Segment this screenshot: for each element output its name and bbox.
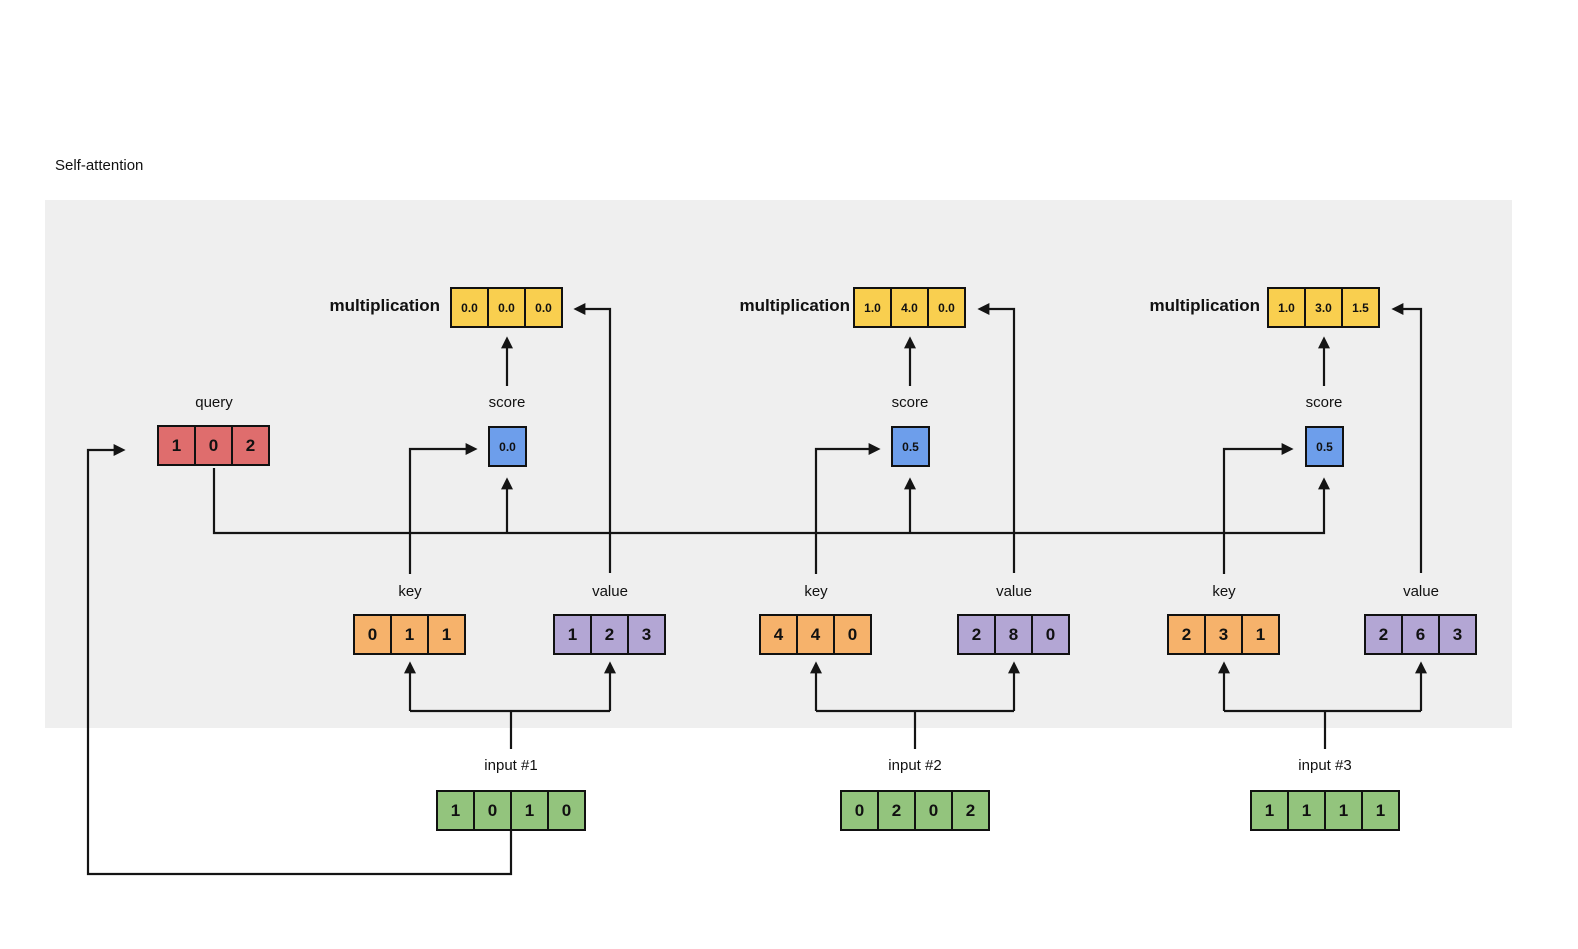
vector-cell: 4.0 bbox=[890, 287, 929, 328]
value-label-3: value bbox=[1403, 583, 1439, 600]
vector-cell: 2 bbox=[231, 425, 270, 466]
arrow-input1-to-query-loop bbox=[86, 444, 513, 876]
vector-cell: 0 bbox=[840, 790, 879, 831]
multiplication-label-3: multiplication bbox=[1149, 296, 1261, 315]
arrow-value-to-mult-1 bbox=[573, 303, 612, 573]
value-label-2: value bbox=[996, 583, 1032, 600]
score-label-3: score bbox=[1305, 394, 1343, 411]
vector-cell: 0 bbox=[1031, 614, 1070, 655]
vector-cell: 0 bbox=[914, 790, 953, 831]
vector-cell: 2 bbox=[590, 614, 629, 655]
input-label-3: input #3 bbox=[1298, 757, 1352, 774]
vector-cell: 0 bbox=[194, 425, 233, 466]
vector-cell: 4 bbox=[796, 614, 835, 655]
vector-cell: 0.5 bbox=[891, 426, 930, 467]
vector-cell: 2 bbox=[957, 614, 996, 655]
arrow-key-to-score-2 bbox=[814, 443, 881, 574]
input-label-1: input #1 bbox=[484, 757, 538, 774]
multiplication-label-1: multiplication bbox=[329, 296, 441, 315]
arrow-key-to-score-3 bbox=[1222, 443, 1294, 574]
vector-cell: 1 bbox=[1324, 790, 1363, 831]
vector-cell: 2 bbox=[951, 790, 990, 831]
vector-cell: 1 bbox=[427, 614, 466, 655]
vector-cell: 3.0 bbox=[1304, 287, 1343, 328]
vector-cell: 1 bbox=[553, 614, 592, 655]
vector-cell: 2 bbox=[1364, 614, 1403, 655]
score-vector-2: 0.5 bbox=[891, 426, 930, 467]
vector-cell: 2 bbox=[877, 790, 916, 831]
key-label-3: key bbox=[1212, 583, 1236, 600]
vector-cell: 1 bbox=[510, 790, 549, 831]
vector-cell: 0 bbox=[473, 790, 512, 831]
fork-input-3 bbox=[1224, 709, 1421, 749]
vector-cell: 1 bbox=[157, 425, 196, 466]
input-label-2: input #2 bbox=[888, 757, 942, 774]
score-label-1: score bbox=[488, 394, 526, 411]
value-label-1: value bbox=[592, 583, 628, 600]
vector-cell: 0.0 bbox=[927, 287, 966, 328]
vector-cell: 0.0 bbox=[450, 287, 489, 328]
vector-cell: 3 bbox=[1438, 614, 1477, 655]
vector-cell: 1.5 bbox=[1341, 287, 1380, 328]
vector-cell: 6 bbox=[1401, 614, 1440, 655]
vector-cell: 0.0 bbox=[524, 287, 563, 328]
vector-cell: 0.0 bbox=[488, 426, 527, 467]
vector-cell: 1 bbox=[1287, 790, 1326, 831]
vector-cell: 0.5 bbox=[1305, 426, 1344, 467]
diagram-title: Self-attention bbox=[55, 157, 144, 174]
vector-cell: 1.0 bbox=[1267, 287, 1306, 328]
arrow-key-to-score-1 bbox=[408, 443, 478, 574]
vector-cell: 8 bbox=[994, 614, 1033, 655]
vector-cell: 4 bbox=[759, 614, 798, 655]
vector-cell: 1 bbox=[1241, 614, 1280, 655]
score-vector-1: 0.0 bbox=[488, 426, 527, 467]
key-label-1: key bbox=[398, 583, 422, 600]
vector-cell: 2 bbox=[1167, 614, 1206, 655]
arrow-value-to-mult-2 bbox=[977, 303, 1016, 573]
fork-input-1 bbox=[410, 709, 610, 749]
fork-input-2 bbox=[816, 709, 1014, 749]
multiplication-label-2: multiplication bbox=[739, 296, 851, 315]
query-label: query bbox=[195, 394, 233, 411]
vector-cell: 0 bbox=[833, 614, 872, 655]
vector-cell: 1 bbox=[390, 614, 429, 655]
vector-cell: 1.0 bbox=[853, 287, 892, 328]
score-label-2: score bbox=[891, 394, 929, 411]
vector-cell: 0 bbox=[353, 614, 392, 655]
vector-cell: 1 bbox=[1361, 790, 1400, 831]
vector-cell: 3 bbox=[1204, 614, 1243, 655]
vector-cell: 1 bbox=[436, 790, 475, 831]
arrow-query-to-scores-trunk bbox=[212, 468, 1330, 535]
vector-cell: 3 bbox=[627, 614, 666, 655]
vector-cell: 0.0 bbox=[487, 287, 526, 328]
vector-cell: 1 bbox=[1250, 790, 1289, 831]
score-vector-3: 0.5 bbox=[1305, 426, 1344, 467]
key-label-2: key bbox=[804, 583, 828, 600]
arrow-value-to-mult-3 bbox=[1391, 303, 1423, 573]
vector-cell: 0 bbox=[547, 790, 586, 831]
